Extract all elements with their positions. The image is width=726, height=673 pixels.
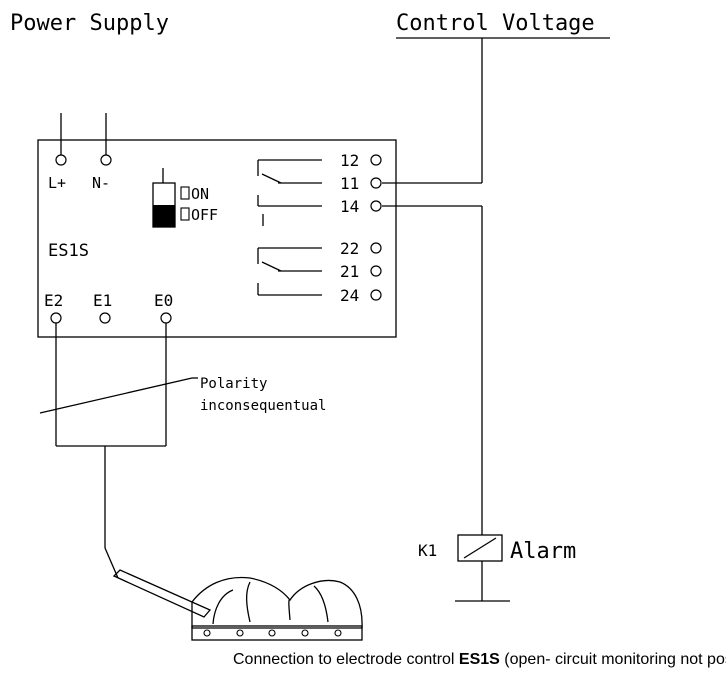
contact-2-blade (261, 261, 282, 272)
caption-bold: ES1S (459, 651, 500, 668)
terminal-24-label: 24 (340, 286, 359, 305)
terminal-12 (370, 154, 382, 166)
polarity-label-1: Polarity (200, 376, 267, 392)
polarity-label-2: inconsequentual (200, 398, 326, 414)
terminal-22 (370, 242, 382, 254)
control-voltage-label: Control Voltage (396, 11, 595, 36)
alarm-label: Alarm (510, 539, 576, 564)
terminal-14 (370, 200, 382, 212)
on-indicator-box (180, 186, 190, 200)
terminal-21 (370, 265, 382, 277)
e1-label: E1 (93, 291, 112, 310)
terminal-11 (370, 177, 382, 189)
terminal-14-label: 14 (340, 197, 359, 216)
terminal-12-label: 12 (340, 151, 359, 170)
n-minus-label: N- (92, 174, 110, 192)
terminal-24 (370, 289, 382, 301)
terminal-11-label: 11 (340, 174, 359, 193)
k1-coil-slash (463, 537, 497, 559)
e0-label: E0 (154, 291, 173, 310)
power-supply-label: Power Supply (10, 11, 169, 36)
off-label: OFF (191, 206, 218, 224)
terminal-e2 (50, 312, 62, 324)
e2-label: E2 (44, 291, 63, 310)
terminal-e0 (160, 312, 172, 324)
terminal-l-plus (55, 154, 67, 166)
device-box (37, 139, 397, 338)
cable-bend (104, 547, 119, 579)
switch-off-fill (153, 205, 175, 227)
terminal-21-label: 21 (340, 262, 359, 281)
k1-label: K1 (418, 541, 437, 560)
electrode-icon (191, 576, 363, 641)
caption: Connection to electrode control ES1S (op… (233, 651, 726, 668)
off-indicator-box (180, 207, 190, 221)
device-label: ES1S (48, 241, 89, 261)
polarity-crossline (39, 377, 193, 414)
k1-coil-box (457, 534, 503, 562)
caption-prefix: Connection to electrode control (233, 651, 459, 668)
l-plus-label: L+ (48, 174, 66, 192)
contact-1-blade (261, 173, 282, 184)
terminal-e1 (99, 312, 111, 324)
on-label: ON (191, 185, 209, 203)
terminal-n-minus (100, 154, 112, 166)
caption-suffix: (open- circuit monitoring not possible) (500, 651, 726, 668)
terminal-22-label: 22 (340, 239, 359, 258)
cable-sleeve (112, 569, 212, 618)
